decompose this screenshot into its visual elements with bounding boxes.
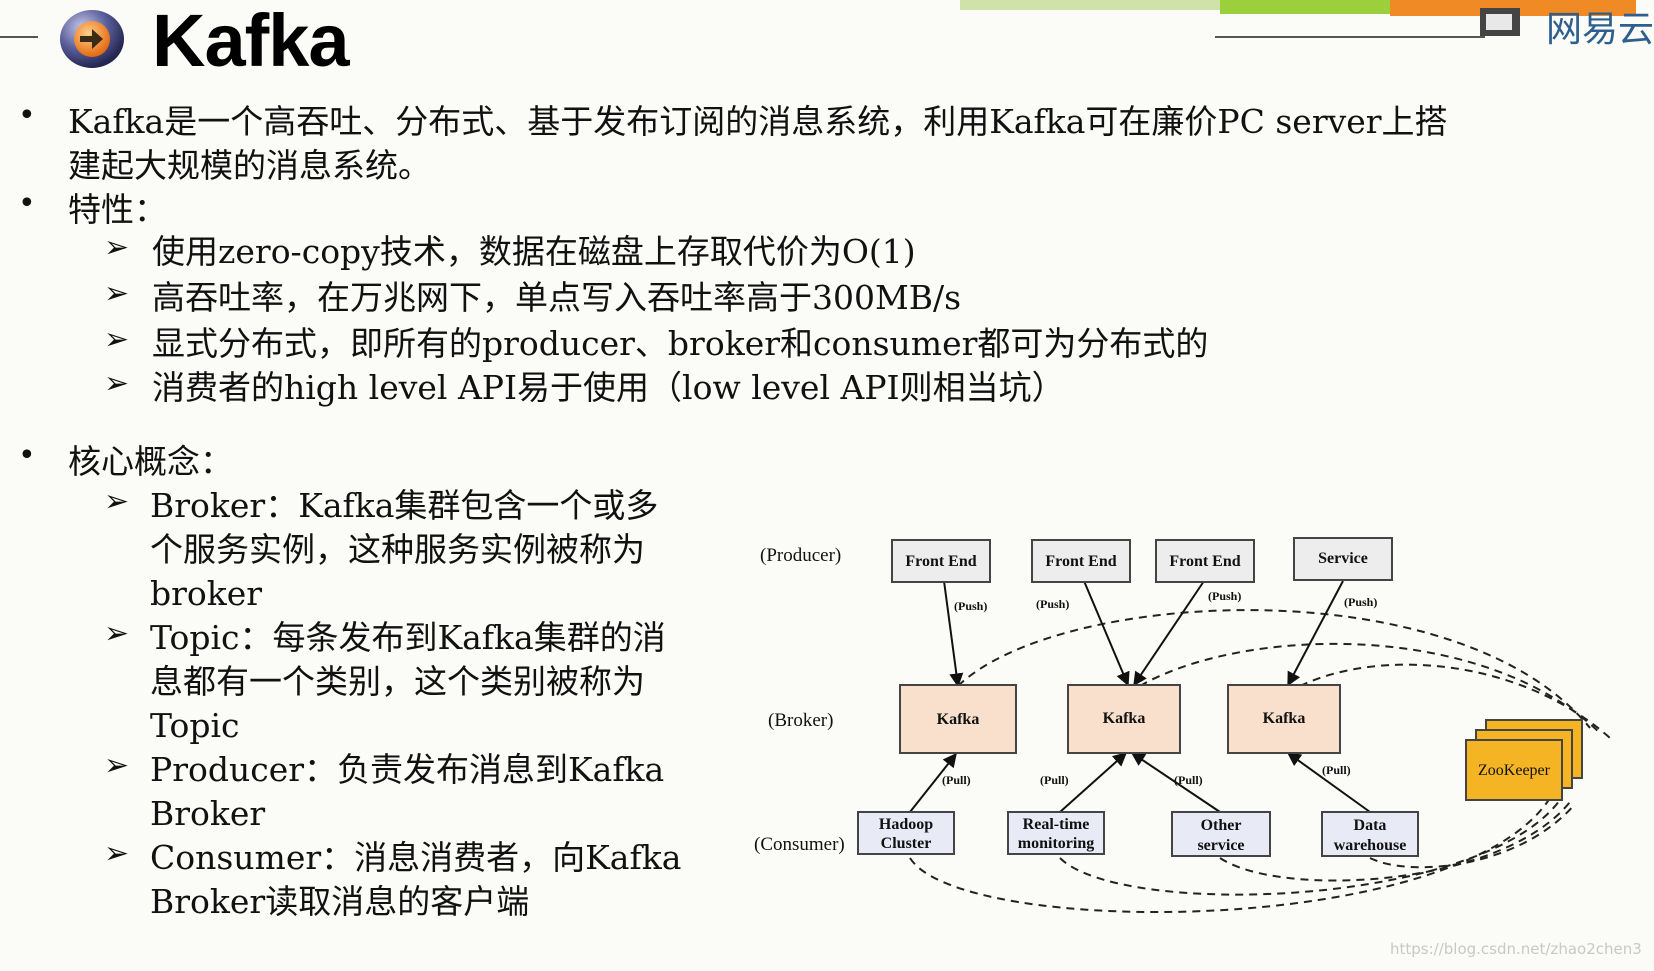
arrow-circle-icon bbox=[60, 10, 124, 68]
svg-text:warehouse: warehouse bbox=[1334, 837, 1407, 854]
concept-topic-line: 息都有一个类别，这个类别被称为 bbox=[150, 662, 645, 701]
pull-label: (Pull) bbox=[1322, 763, 1351, 777]
bullet-dot: • bbox=[18, 186, 36, 221]
brand-logo-icon bbox=[1480, 8, 1520, 36]
arrow-bullet-icon: ➢ bbox=[104, 484, 130, 519]
consumer-node-hadoop-cluster: Hadoop Cluster bbox=[857, 811, 955, 855]
bullet-dot: • bbox=[18, 438, 36, 473]
svg-text:Front End: Front End bbox=[905, 553, 976, 570]
arrow-bullet-icon: ➢ bbox=[104, 366, 130, 401]
producer-node-front-end-1: Front End bbox=[891, 539, 991, 583]
arrow-bullet-icon: ➢ bbox=[104, 748, 130, 783]
svg-text:Real-time: Real-time bbox=[1023, 816, 1090, 833]
arrow-bullet-icon: ➢ bbox=[104, 276, 130, 311]
concepts-heading: 核心概念： bbox=[68, 442, 233, 481]
bullet-dot: • bbox=[18, 98, 36, 133]
concept-broker-line: 个服务实例，这种服务实例被称为 bbox=[150, 530, 645, 569]
push-label: (Push) bbox=[1344, 595, 1377, 609]
push-label: (Push) bbox=[1208, 589, 1241, 603]
svg-text:Kafka: Kafka bbox=[1103, 710, 1146, 727]
svg-text:service: service bbox=[1197, 837, 1244, 854]
svg-text:Other: Other bbox=[1201, 817, 1242, 834]
row-label-producer: (Producer) bbox=[760, 545, 841, 566]
concept-broker-line: Broker：Kafka集群包含一个或多 bbox=[150, 486, 659, 525]
watermark: https://blog.csdn.net/zhao2chen3 bbox=[1390, 940, 1642, 958]
concept-broker-line: broker bbox=[150, 574, 263, 613]
broker-node-kafka-1: Kafka bbox=[899, 684, 1017, 754]
producer-node-service: Service bbox=[1293, 537, 1393, 581]
consumer-node-data-warehouse: Data warehouse bbox=[1321, 811, 1419, 857]
svg-text:ZooKeeper: ZooKeeper bbox=[1478, 762, 1551, 779]
intro-line-1: Kafka是一个高吞吐、分布式、基于发布订阅的消息系统，利用Kafka可在廉价P… bbox=[68, 102, 1448, 141]
concept-topic-line: Topic bbox=[150, 706, 240, 745]
broker-node-kafka-3: Kafka bbox=[1227, 684, 1341, 754]
decor-bar-green bbox=[960, 0, 1300, 10]
producer-node-front-end-3: Front End bbox=[1155, 539, 1255, 583]
consumer-node-real-time-monitoring: Real-time monitoring bbox=[1007, 811, 1105, 855]
push-label: (Push) bbox=[1036, 597, 1069, 611]
brand-text: 网易云 bbox=[1546, 9, 1654, 50]
concept-producer-line: Producer：负责发布消息到Kafka bbox=[150, 750, 665, 789]
pull-label: (Pull) bbox=[1174, 773, 1203, 787]
svg-text:monitoring: monitoring bbox=[1018, 835, 1094, 852]
kafka-architecture-diagram: (Producer) (Broker) (Consumer) (Push) (P… bbox=[754, 537, 1611, 914]
svg-text:Service: Service bbox=[1318, 550, 1368, 567]
pull-arrows bbox=[909, 752, 1371, 813]
feature-item: 使用zero-copy技术，数据在磁盘上存取代价为O(1) bbox=[152, 232, 916, 271]
producer-node-front-end-2: Front End bbox=[1031, 539, 1131, 583]
features-heading: 特性： bbox=[68, 190, 167, 229]
svg-text:Cluster: Cluster bbox=[881, 835, 932, 852]
decor-bar-lime bbox=[1220, 0, 1410, 14]
title-rule-right bbox=[1215, 36, 1485, 38]
concept-topic-line: Topic：每条发布到Kafka集群的消 bbox=[150, 618, 666, 657]
pull-label: (Pull) bbox=[1040, 773, 1069, 787]
page-title: Kafka bbox=[152, 0, 350, 82]
arrow-bullet-icon: ➢ bbox=[104, 616, 130, 651]
concept-consumer-line: Consumer：消息消费者，向Kafka bbox=[150, 838, 682, 877]
consumer-node-other-service: Other service bbox=[1171, 811, 1271, 857]
arrow-bullet-icon: ➢ bbox=[104, 836, 130, 871]
row-label-consumer: (Consumer) bbox=[754, 834, 845, 855]
title-row: Kafka 网易云 bbox=[0, 0, 1654, 90]
arrow-bullet-icon: ➢ bbox=[104, 230, 130, 265]
zookeeper-links bbox=[909, 609, 1611, 914]
push-label: (Push) bbox=[954, 599, 987, 613]
zookeeper-node: ZooKeeper bbox=[1465, 719, 1583, 801]
feature-item: 高吞吐率，在万兆网下，单点写入吞吐率高于300MB/s bbox=[152, 278, 962, 317]
svg-text:Kafka: Kafka bbox=[937, 711, 980, 728]
svg-text:Kafka: Kafka bbox=[1263, 710, 1306, 727]
pull-label: (Pull) bbox=[942, 773, 971, 787]
feature-item: 显式分布式，即所有的producer、broker和consumer都可为分布式… bbox=[152, 324, 1209, 363]
svg-text:Front End: Front End bbox=[1045, 553, 1116, 570]
svg-text:Front End: Front End bbox=[1169, 553, 1240, 570]
svg-text:Hadoop: Hadoop bbox=[879, 816, 933, 833]
arrow-bullet-icon: ➢ bbox=[104, 322, 130, 357]
row-label-broker: (Broker) bbox=[768, 710, 833, 731]
concept-consumer-line: Broker读取消息的客户端 bbox=[150, 882, 530, 921]
broker-node-kafka-2: Kafka bbox=[1067, 684, 1181, 754]
svg-text:Data: Data bbox=[1354, 817, 1387, 834]
intro-line-2: 建起大规模的消息系统。 bbox=[68, 146, 431, 185]
concept-producer-line: Broker bbox=[150, 794, 266, 833]
feature-item: 消费者的high level API易于使用（low level API则相当坑… bbox=[152, 368, 1065, 407]
push-arrows bbox=[943, 580, 1344, 688]
title-rule-left bbox=[0, 36, 38, 38]
